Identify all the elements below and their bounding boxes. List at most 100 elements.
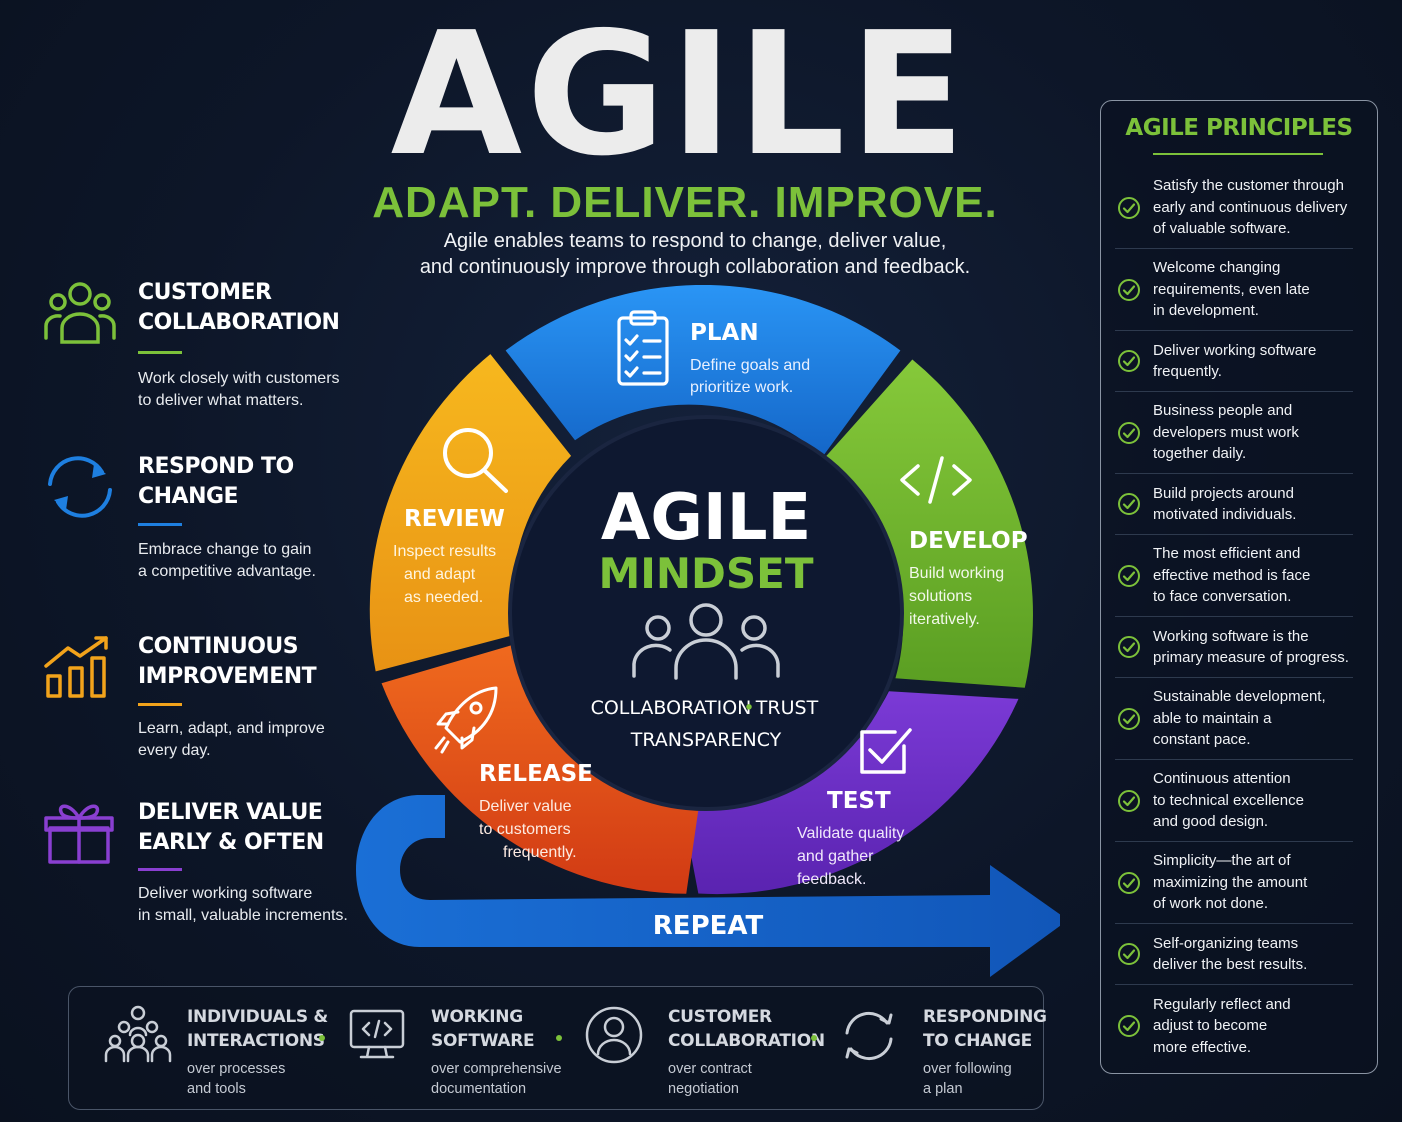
rocket-icon [434,686,498,754]
team-icon [44,282,116,344]
principle-line: of valuable software. [1153,220,1291,238]
stage-desc-line: frequently. [503,844,577,861]
principle-line: constant pace. [1153,731,1251,749]
principle-line: effective method is face [1153,566,1311,584]
principle-item: Self-organizing teams deliver the best re… [1115,924,1353,985]
check-circle-icon [1118,1015,1140,1037]
stage-label: PLAN [690,320,759,346]
principle-line: developers must work [1153,423,1299,441]
principle-line: deliver the best results. [1153,956,1308,973]
principle-line: to technical excellence [1153,791,1304,809]
value-desc-line: over following [923,1061,1012,1077]
growth-chart-icon [44,636,108,698]
principle-line: Regularly reflect and [1153,995,1291,1013]
pillar-continuous-improvement: CONTINUOUS IMPROVEMENT Learn, adapt, and… [40,632,370,772]
value-title-line: RESPONDING [923,1007,1047,1027]
pillar-description: Embrace change to gain a competitive adv… [138,539,378,583]
pillar-divider [138,868,182,871]
pillar-desc-line: Embrace change to gain [138,541,312,558]
stage-label: RELEASE [479,761,593,787]
stage-desc-line: Build working [909,565,1004,582]
intro-line: and continuously improve through collabo… [419,256,971,278]
pillar-title-line: RESPOND TO [138,454,294,479]
principle-line: able to maintain a [1153,709,1272,727]
principle-line: more effective. [1153,1038,1252,1056]
checkbox-icon [860,728,912,774]
agile-values-bar: INDIVIDUALS & INTERACTIONS over processe… [68,986,1047,1110]
value-title-line: INDIVIDUALS & [187,1007,328,1027]
stage-label: DEVELOP [909,528,1028,554]
separator-dot [556,1035,562,1041]
pillar-title: DELIVER VALUE EARLY & OFTEN [138,798,378,858]
stage-label: TEST [827,788,891,814]
value-desc-line: negotiation [668,1081,739,1097]
principle-text: Deliver working software frequently. [1153,340,1316,383]
principle-line: Self-organizing teams [1153,934,1299,952]
stage-desc-line: solutions [909,588,972,605]
check-circle-icon [1118,350,1140,372]
check-circle-icon [1118,943,1140,965]
pillar-respond-to-change: RESPOND TO CHANGE Embrace change to gain… [40,452,370,592]
principle-line: primary measure of progress. [1153,649,1349,666]
value-description: over following a plan [923,1059,1083,1099]
segment-review [369,354,572,672]
cycle-ring [369,285,1033,895]
magnifier-icon [443,428,508,493]
stage-desc-line: and adapt [404,566,476,583]
segment-develop [820,359,1033,688]
check-circle-icon [1118,707,1140,730]
value-title: RESPONDING TO CHANGE [923,1005,1083,1053]
cycle-arrows-icon [845,1012,893,1060]
pillar-customer-collaboration: CUSTOMER COLLABORATION Work closely with… [40,278,370,418]
principle-text: Sustainable development, able to maintain… [1153,686,1326,751]
clipboard-checklist-icon [617,310,669,386]
value-description: over comprehensive documentation [431,1059,591,1099]
principle-item: Continuous attention to technical excelle… [1115,760,1353,842]
pillar-title: RESPOND TO CHANGE [138,452,378,512]
intro-text: Agile enables teams to respond to change… [350,228,1040,280]
pillar-desc-line: to deliver what matters. [138,392,304,409]
panel-title-underline [1153,153,1323,155]
pillar-divider [138,351,182,354]
value-title-line: TO CHANGE [923,1031,1032,1051]
pillar-title-line: CHANGE [138,484,239,509]
value-desc-line: and tools [187,1081,246,1097]
value-title-line: SOFTWARE [431,1031,535,1051]
check-circle-icon [1118,789,1140,812]
principle-item: Sustainable development, able to maintain… [1115,678,1353,760]
intro-line: Agile enables teams to respond to change… [443,230,947,252]
monitor-code-icon [349,1009,405,1059]
check-circle-icon [1118,636,1140,658]
value-working-software: WORKING SOFTWARE over comprehensive docu… [347,987,567,1109]
pillar-desc-line: Deliver working software [138,885,313,902]
principle-line: Deliver working software [1153,341,1317,359]
principle-line: Continuous attention [1153,770,1291,788]
value-title-line: COLLABORATION [668,1031,825,1051]
check-circle-icon [1118,871,1140,894]
pillar-desc-line: Learn, adapt, and improve [138,720,325,737]
principle-item: Deliver working software frequently. [1115,331,1353,392]
separator-dot [319,1035,325,1041]
value-desc-line: a plan [923,1081,963,1097]
segment-test [680,691,1019,895]
pillar-desc-line: in small, valuable increments. [138,907,348,924]
check-circle-icon [1118,278,1140,301]
repeat-arrow [356,795,1060,977]
pillar-title: CONTINUOUS IMPROVEMENT [138,632,378,692]
tagline: ADAPT. DELIVER. IMPROVE. [372,178,998,227]
principle-line: Sustainable development, [1153,688,1326,706]
pillar-description: Deliver working software in small, valua… [138,883,398,927]
principle-line: Simplicity—the art of [1153,852,1291,870]
principle-line: frequently. [1153,363,1222,380]
check-circle-icon [1118,421,1140,444]
